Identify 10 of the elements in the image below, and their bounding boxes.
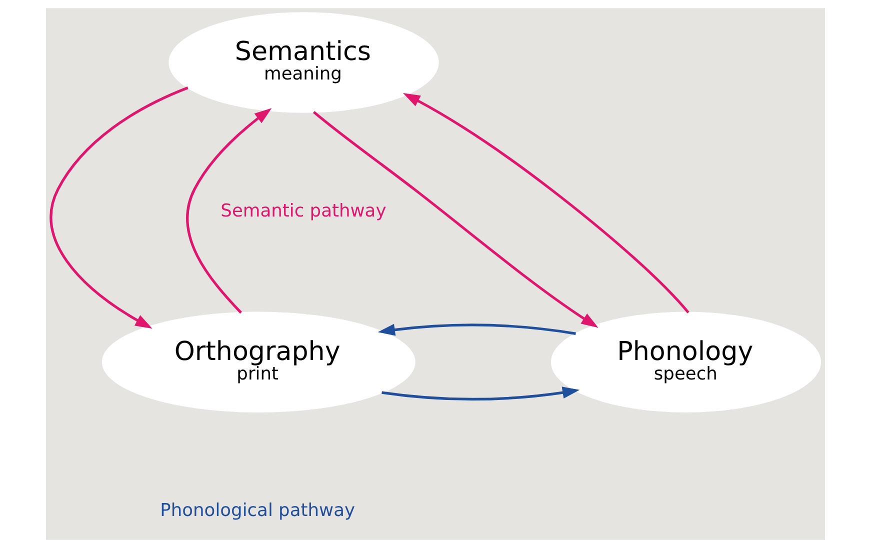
label: Semantic pathway — [220, 200, 386, 222]
node-ellipse: Semantics meaning — [168, 12, 439, 113]
arrow — [50, 86, 188, 329]
arrow — [312, 111, 598, 328]
label: Phonological pathway — [160, 500, 356, 522]
node-ellipse: Orthography print — [102, 312, 416, 412]
arrow — [402, 93, 690, 314]
arrow — [378, 324, 576, 336]
arrow — [186, 108, 272, 314]
arrow — [382, 386, 580, 401]
